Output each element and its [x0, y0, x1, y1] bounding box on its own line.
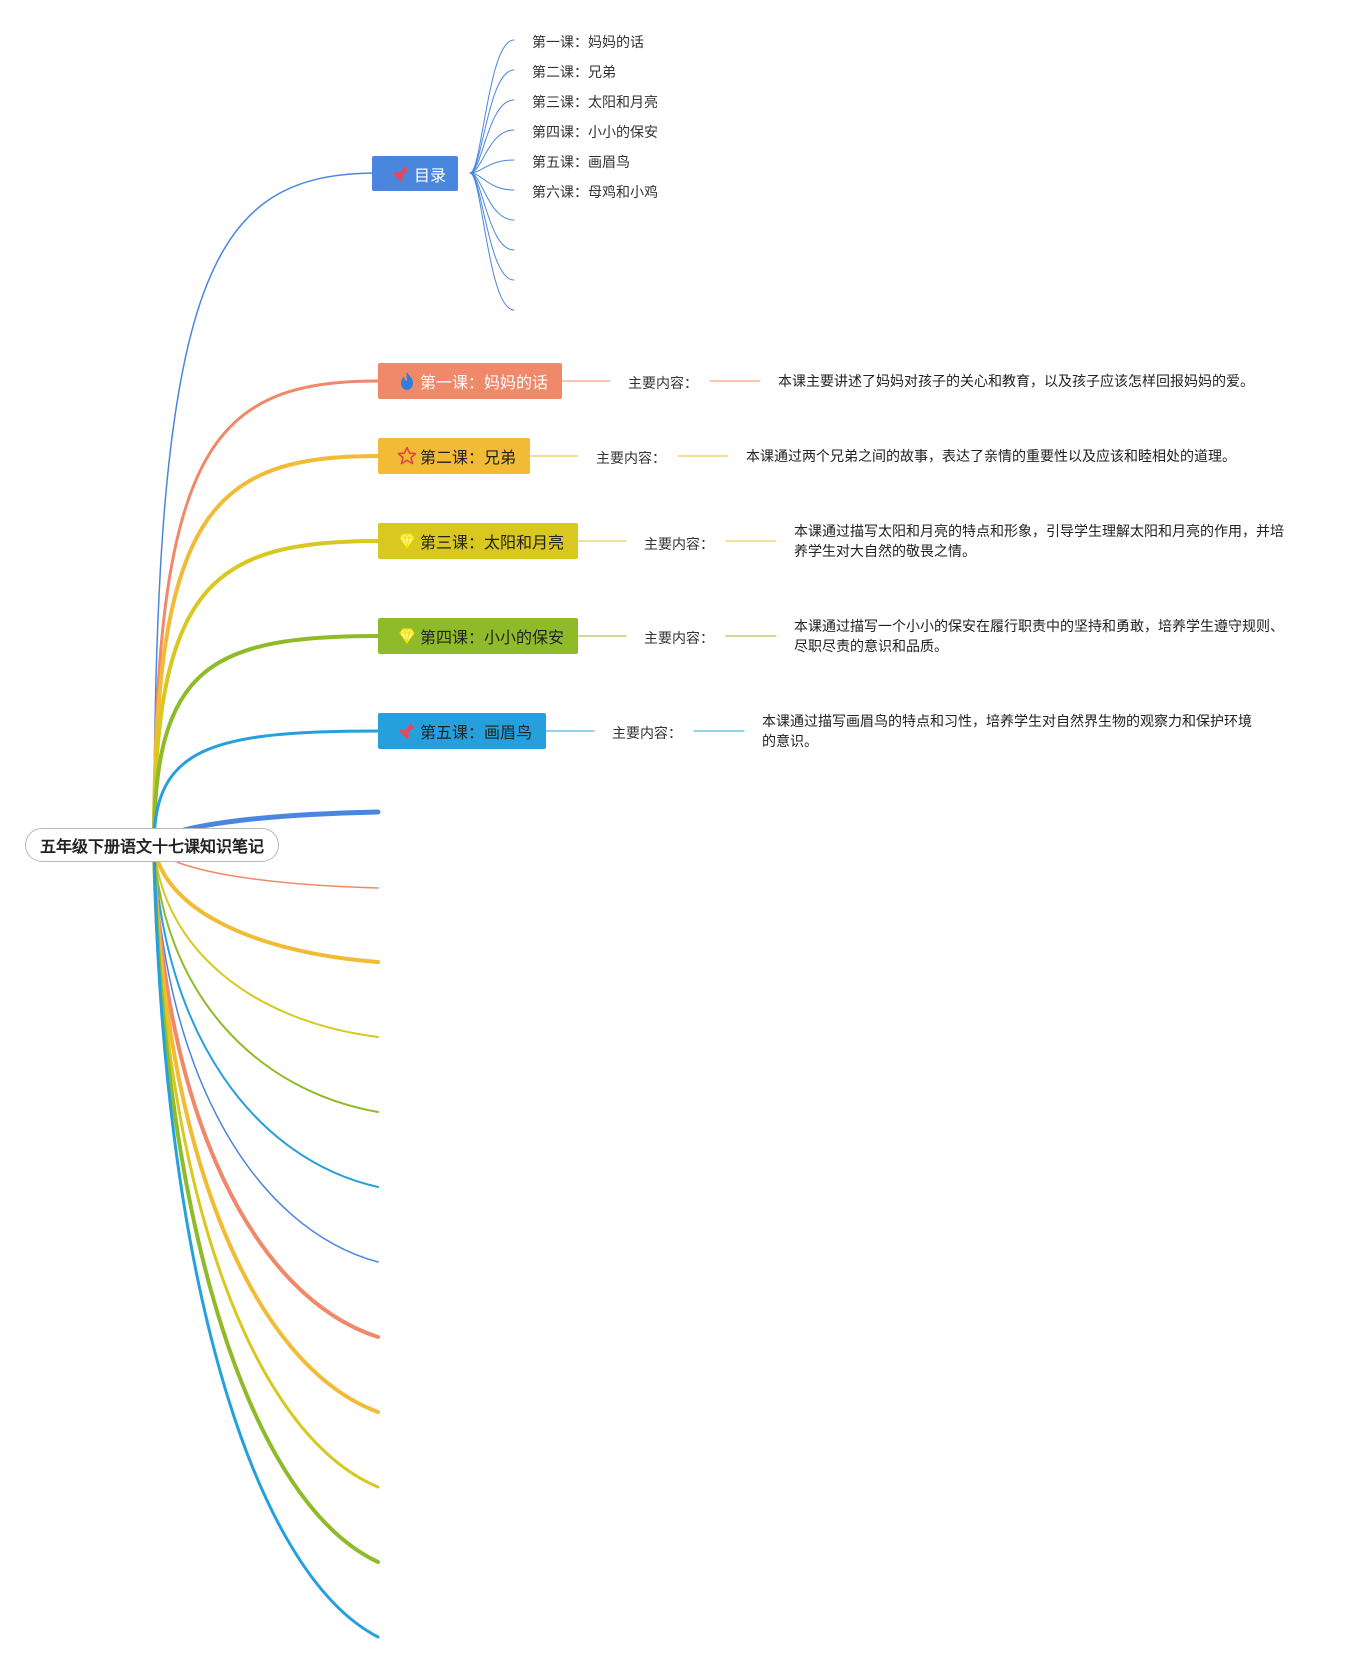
- lesson-1-title: 第一课：妈妈的话: [420, 373, 549, 392]
- diamond-icon: [396, 530, 418, 552]
- branch-toc: [153, 172, 379, 846]
- lesson-2-topic[interactable]: 第二课：兄弟: [378, 438, 531, 474]
- branch-lower-6: [153, 844, 379, 1188]
- toc-connector-2: [469, 69, 515, 174]
- lesson-5-label[interactable]: 主要内容：: [612, 726, 682, 742]
- lesson-1-label[interactable]: 主要内容：: [628, 376, 698, 392]
- lesson-4-topic[interactable]: 第四课：小小的保安: [378, 618, 579, 654]
- toc-connector-1: [469, 39, 515, 174]
- branch-lower-9: [152, 843, 380, 1414]
- branch-lower-3: [152, 843, 380, 964]
- root-topic[interactable]: 五年级下册语文十七课知识笔记: [25, 828, 279, 862]
- root-title: 五年级下册语文十七课知识笔记: [39, 837, 264, 856]
- branch-lower-7: [153, 844, 379, 1263]
- lesson-3-label[interactable]: 主要内容：: [644, 537, 714, 553]
- branch-lesson-4: [152, 634, 380, 847]
- toc-item-2[interactable]: 第二课：兄弟: [532, 65, 616, 81]
- fire-icon: [396, 370, 418, 392]
- lesson-5-title: 第五课：画眉鸟: [420, 723, 533, 742]
- branch-lower-11: [152, 843, 380, 1564]
- toc-connector-10: [469, 172, 515, 311]
- lesson-3-topic[interactable]: 第三课：太阳和月亮: [378, 523, 579, 559]
- lesson-4-description[interactable]: 本课通过描写一个小小的保安在履行职责中的坚持和勇敢，培养学生遵守规则、尽职尽责的…: [794, 619, 1284, 655]
- lesson-2-title: 第二课：兄弟: [420, 448, 517, 467]
- lesson-5-topic[interactable]: 第五课：画眉鸟: [378, 713, 547, 749]
- lesson-3-description[interactable]: 本课通过描写太阳和月亮的特点和形象，引导学生理解太阳和月亮的作用，并培养学生对大…: [794, 524, 1284, 560]
- lesson-4-label[interactable]: 主要内容：: [644, 631, 714, 647]
- branch-lesson-5: [152, 729, 380, 847]
- toc-title: 目录: [414, 165, 447, 185]
- branch-lower-4: [153, 844, 379, 1038]
- pin-icon: [390, 163, 412, 185]
- branch-lesson-3: [152, 539, 380, 847]
- toc-connector-7: [469, 172, 515, 221]
- lesson-2-description[interactable]: 本课通过两个兄弟之间的故事，表达了亲情的重要性以及应该和睦相处的道理。: [746, 449, 1236, 465]
- lesson-1-topic[interactable]: 第一课：妈妈的话: [378, 363, 563, 399]
- toc-item-6[interactable]: 第六课：母鸡和小鸡: [532, 185, 658, 201]
- toc-connector-5: [469, 159, 515, 174]
- branch-lesson-1: [152, 379, 380, 847]
- branch-lower-8: [152, 843, 380, 1339]
- branch-lower-12: [152, 843, 380, 1639]
- toc-connector-4: [469, 129, 515, 174]
- diamond-icon: [396, 625, 418, 647]
- toc-item-4[interactable]: 第四课：小小的保安: [532, 125, 658, 141]
- branch-lesson-2: [152, 454, 380, 847]
- toc-item-5[interactable]: 第五课：画眉鸟: [532, 155, 630, 171]
- toc-item-3[interactable]: 第三课：太阳和月亮: [532, 95, 658, 111]
- lesson-3-title: 第三课：太阳和月亮: [420, 533, 565, 552]
- star-icon: [396, 445, 418, 467]
- toc-connector-3: [469, 99, 515, 174]
- lesson-5-description[interactable]: 本课通过描写画眉鸟的特点和习性，培养学生对自然界生物的观察力和保护环境的意识。: [762, 714, 1252, 750]
- lesson-2-label[interactable]: 主要内容：: [596, 451, 666, 467]
- toc-topic[interactable]: 目录: [372, 156, 459, 191]
- lesson-1-description[interactable]: 本课主要讲述了妈妈对孩子的关心和教育，以及孩子应该怎样回报妈妈的爱。: [778, 374, 1254, 390]
- toc-item-1[interactable]: 第一课：妈妈的话: [532, 35, 644, 51]
- lesson-4-title: 第四课：小小的保安: [420, 628, 565, 647]
- pin-icon: [396, 720, 418, 742]
- branch-lower-5: [153, 844, 379, 1113]
